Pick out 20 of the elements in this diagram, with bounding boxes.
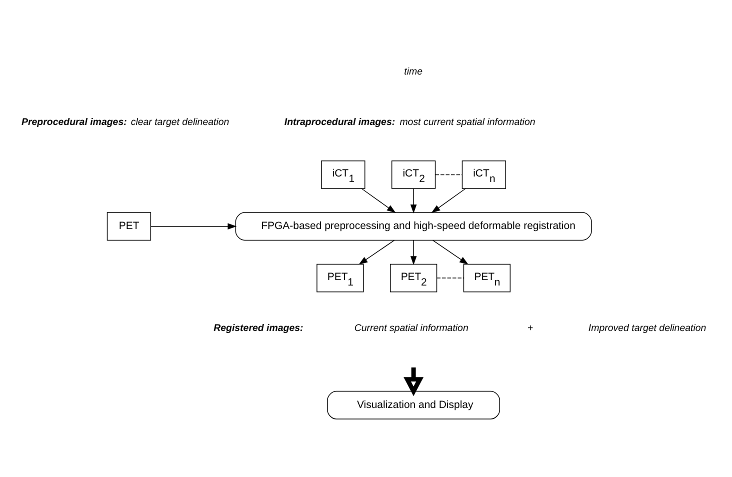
arrow — [410, 239, 417, 265]
arrow — [431, 188, 466, 213]
label: Intraprocedural images: most current spatial information — [284, 116, 536, 128]
arrow — [150, 222, 237, 230]
arrow — [358, 239, 395, 264]
label: Preprocedural images: clear target delineation — [22, 116, 230, 128]
arrow — [432, 239, 468, 264]
node-box: FPGA-based preprocessing and high-speed deformable registration — [235, 212, 592, 240]
label: + — [527, 322, 534, 334]
connector — [436, 277, 464, 278]
label: time — [404, 66, 423, 77]
arrow — [404, 366, 424, 396]
arrow — [410, 188, 417, 213]
connector — [434, 174, 462, 175]
label: Improved target delineation — [588, 322, 706, 334]
label: Registered images: — [214, 322, 304, 334]
node-box: Visualization and Display — [327, 390, 500, 419]
arrow — [361, 188, 396, 213]
label: Current spatial information — [354, 322, 468, 334]
node-box: PET — [106, 212, 152, 240]
